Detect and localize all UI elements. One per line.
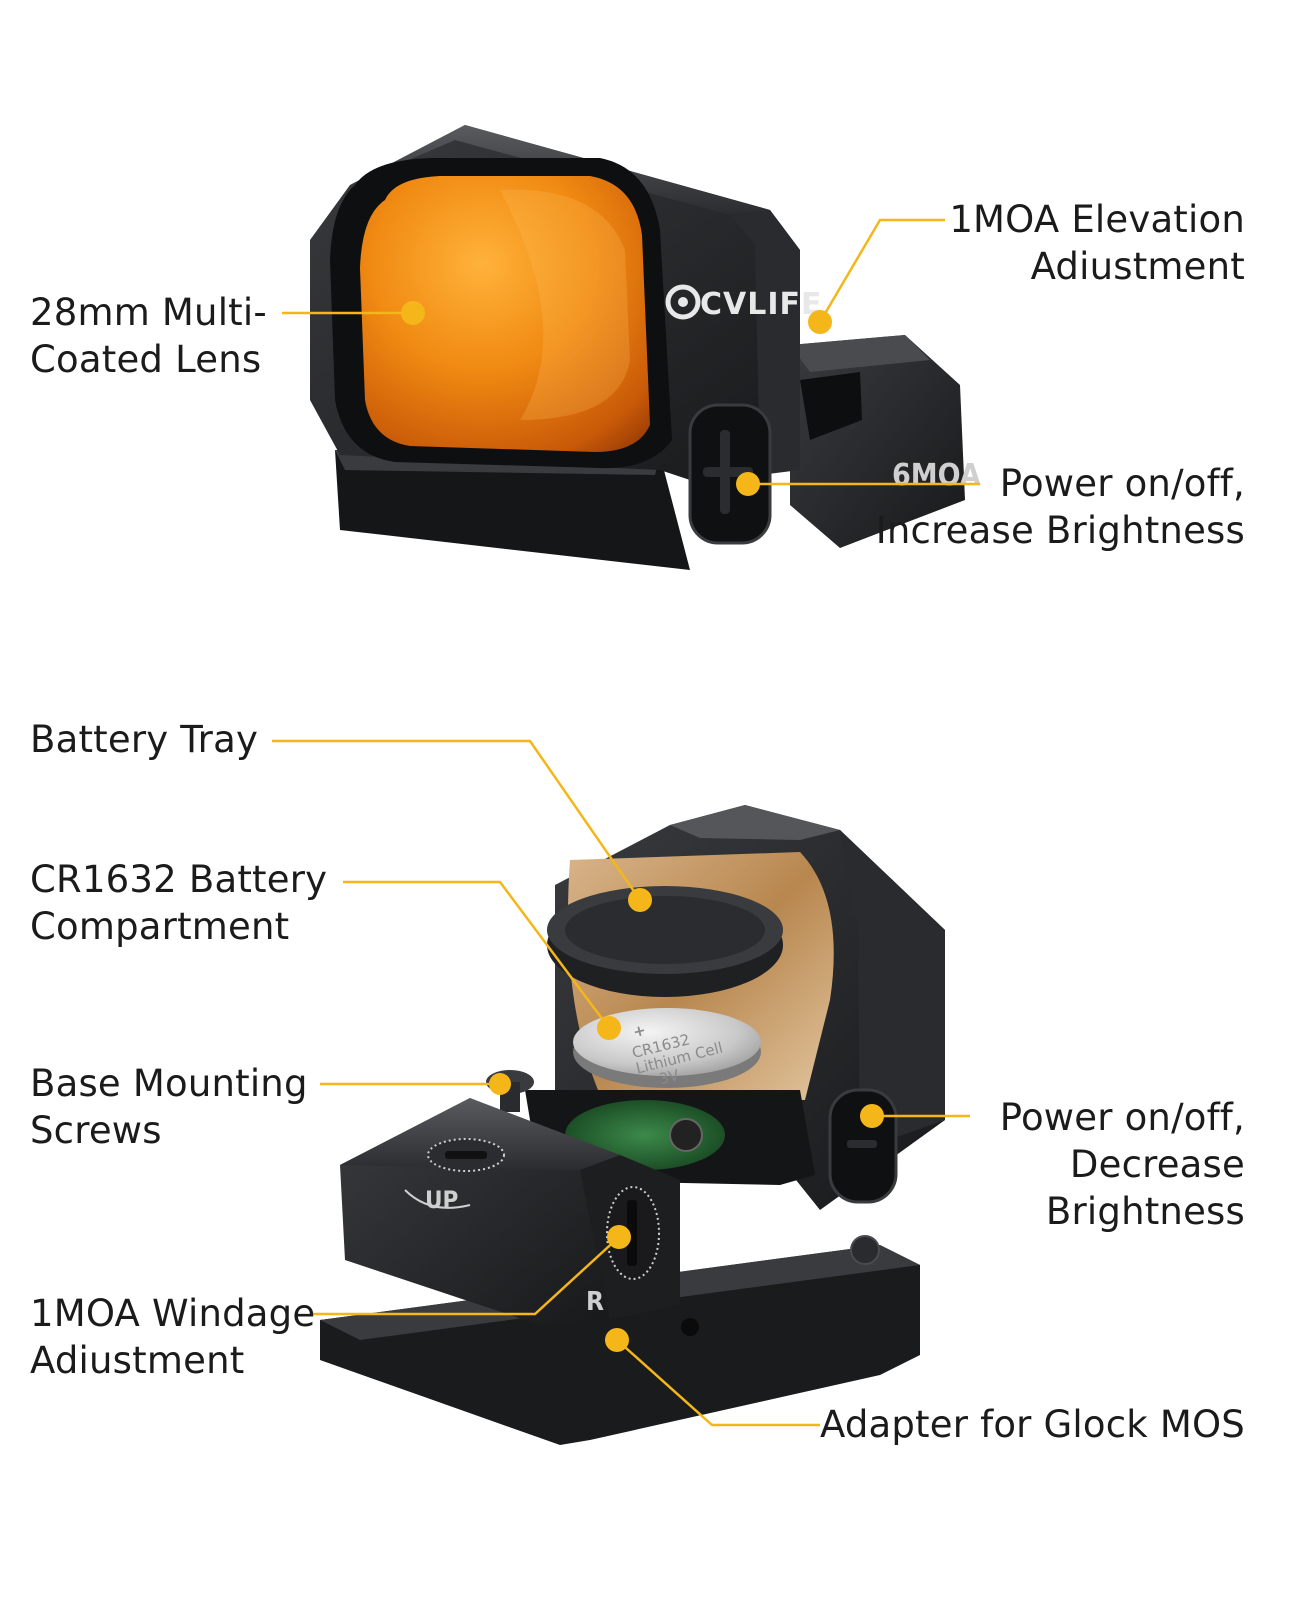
reticle-size-engraving: 6MOA	[892, 458, 981, 493]
brand-logo: CVLIFE	[700, 287, 823, 322]
base-screws-callout: Base Mounting Screws	[30, 1062, 308, 1152]
adapter-callout: Adapter for Glock MOS	[819, 1403, 1245, 1446]
top-red-dot-sight: CVLIFE 6MOA	[310, 125, 981, 570]
power-decrease-callout: Power on/off, Decrease Brightness	[999, 1096, 1245, 1233]
up-engraving: UP	[425, 1186, 458, 1214]
windage-callout: 1MOA Windage Adiustment	[30, 1292, 316, 1382]
elevation-callout: 1MOA Elevation Adiustment	[949, 198, 1245, 288]
battery-compartment-callout: CR1632 Battery Compartment	[30, 858, 328, 948]
lens-callout: 28mm Multi- Coated Lens	[30, 291, 267, 381]
power-increase-callout: Power on/off, Increase Brightness	[875, 462, 1245, 552]
battery-tray-callout: Battery Tray	[30, 718, 259, 761]
callout-dots	[401, 301, 884, 1352]
battery-voltage-text: 3V	[657, 1066, 681, 1088]
r-engraving: R	[586, 1287, 604, 1317]
callout-lines	[272, 218, 980, 1427]
battery-plus-mark: +	[631, 1021, 648, 1042]
